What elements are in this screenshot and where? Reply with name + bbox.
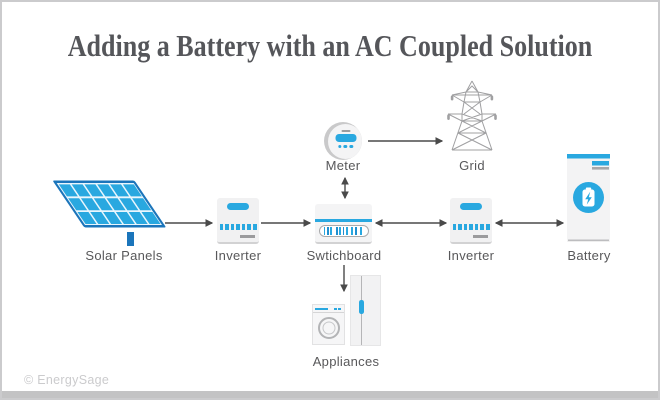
watermark: © EnergySage [24,373,110,387]
inverter-vents [219,224,257,230]
meter-face [328,123,362,159]
inverter-slot [473,235,488,238]
inverter-icon [217,198,259,244]
transmission-tower-icon [447,80,497,151]
inverter-display [460,203,482,210]
grid-label: Grid [459,158,485,173]
switchboard-breakers [318,225,369,237]
washing-machine-icon [312,304,345,345]
battery-icon [567,154,610,242]
page-title: Adding a Battery with an AC Coupled Solu… [67,28,593,63]
inverter-2-label: Inverter [447,248,495,263]
solar-panels-label: Solar Panels [85,248,163,263]
washer-door [317,317,340,339]
solar-panel-icon [53,180,166,246]
inverter-display [227,203,249,210]
inverter-vents [452,224,490,230]
fridge-handle [359,300,364,314]
appliances-label: Appliances [312,354,380,369]
switchboard-bus-line [315,219,372,222]
refrigerator-icon [350,275,381,346]
meter-icon [324,122,362,160]
switchboard-icon [315,204,372,244]
inverter-icon [450,198,492,244]
meter-label: Meter [325,158,361,173]
inverter-1-label: Inverter [214,248,262,263]
inverter-slot [240,235,255,238]
bottom-bar [2,391,658,398]
battery-label: Battery [567,248,611,263]
switchboard-label: Swtichboard [306,248,382,263]
